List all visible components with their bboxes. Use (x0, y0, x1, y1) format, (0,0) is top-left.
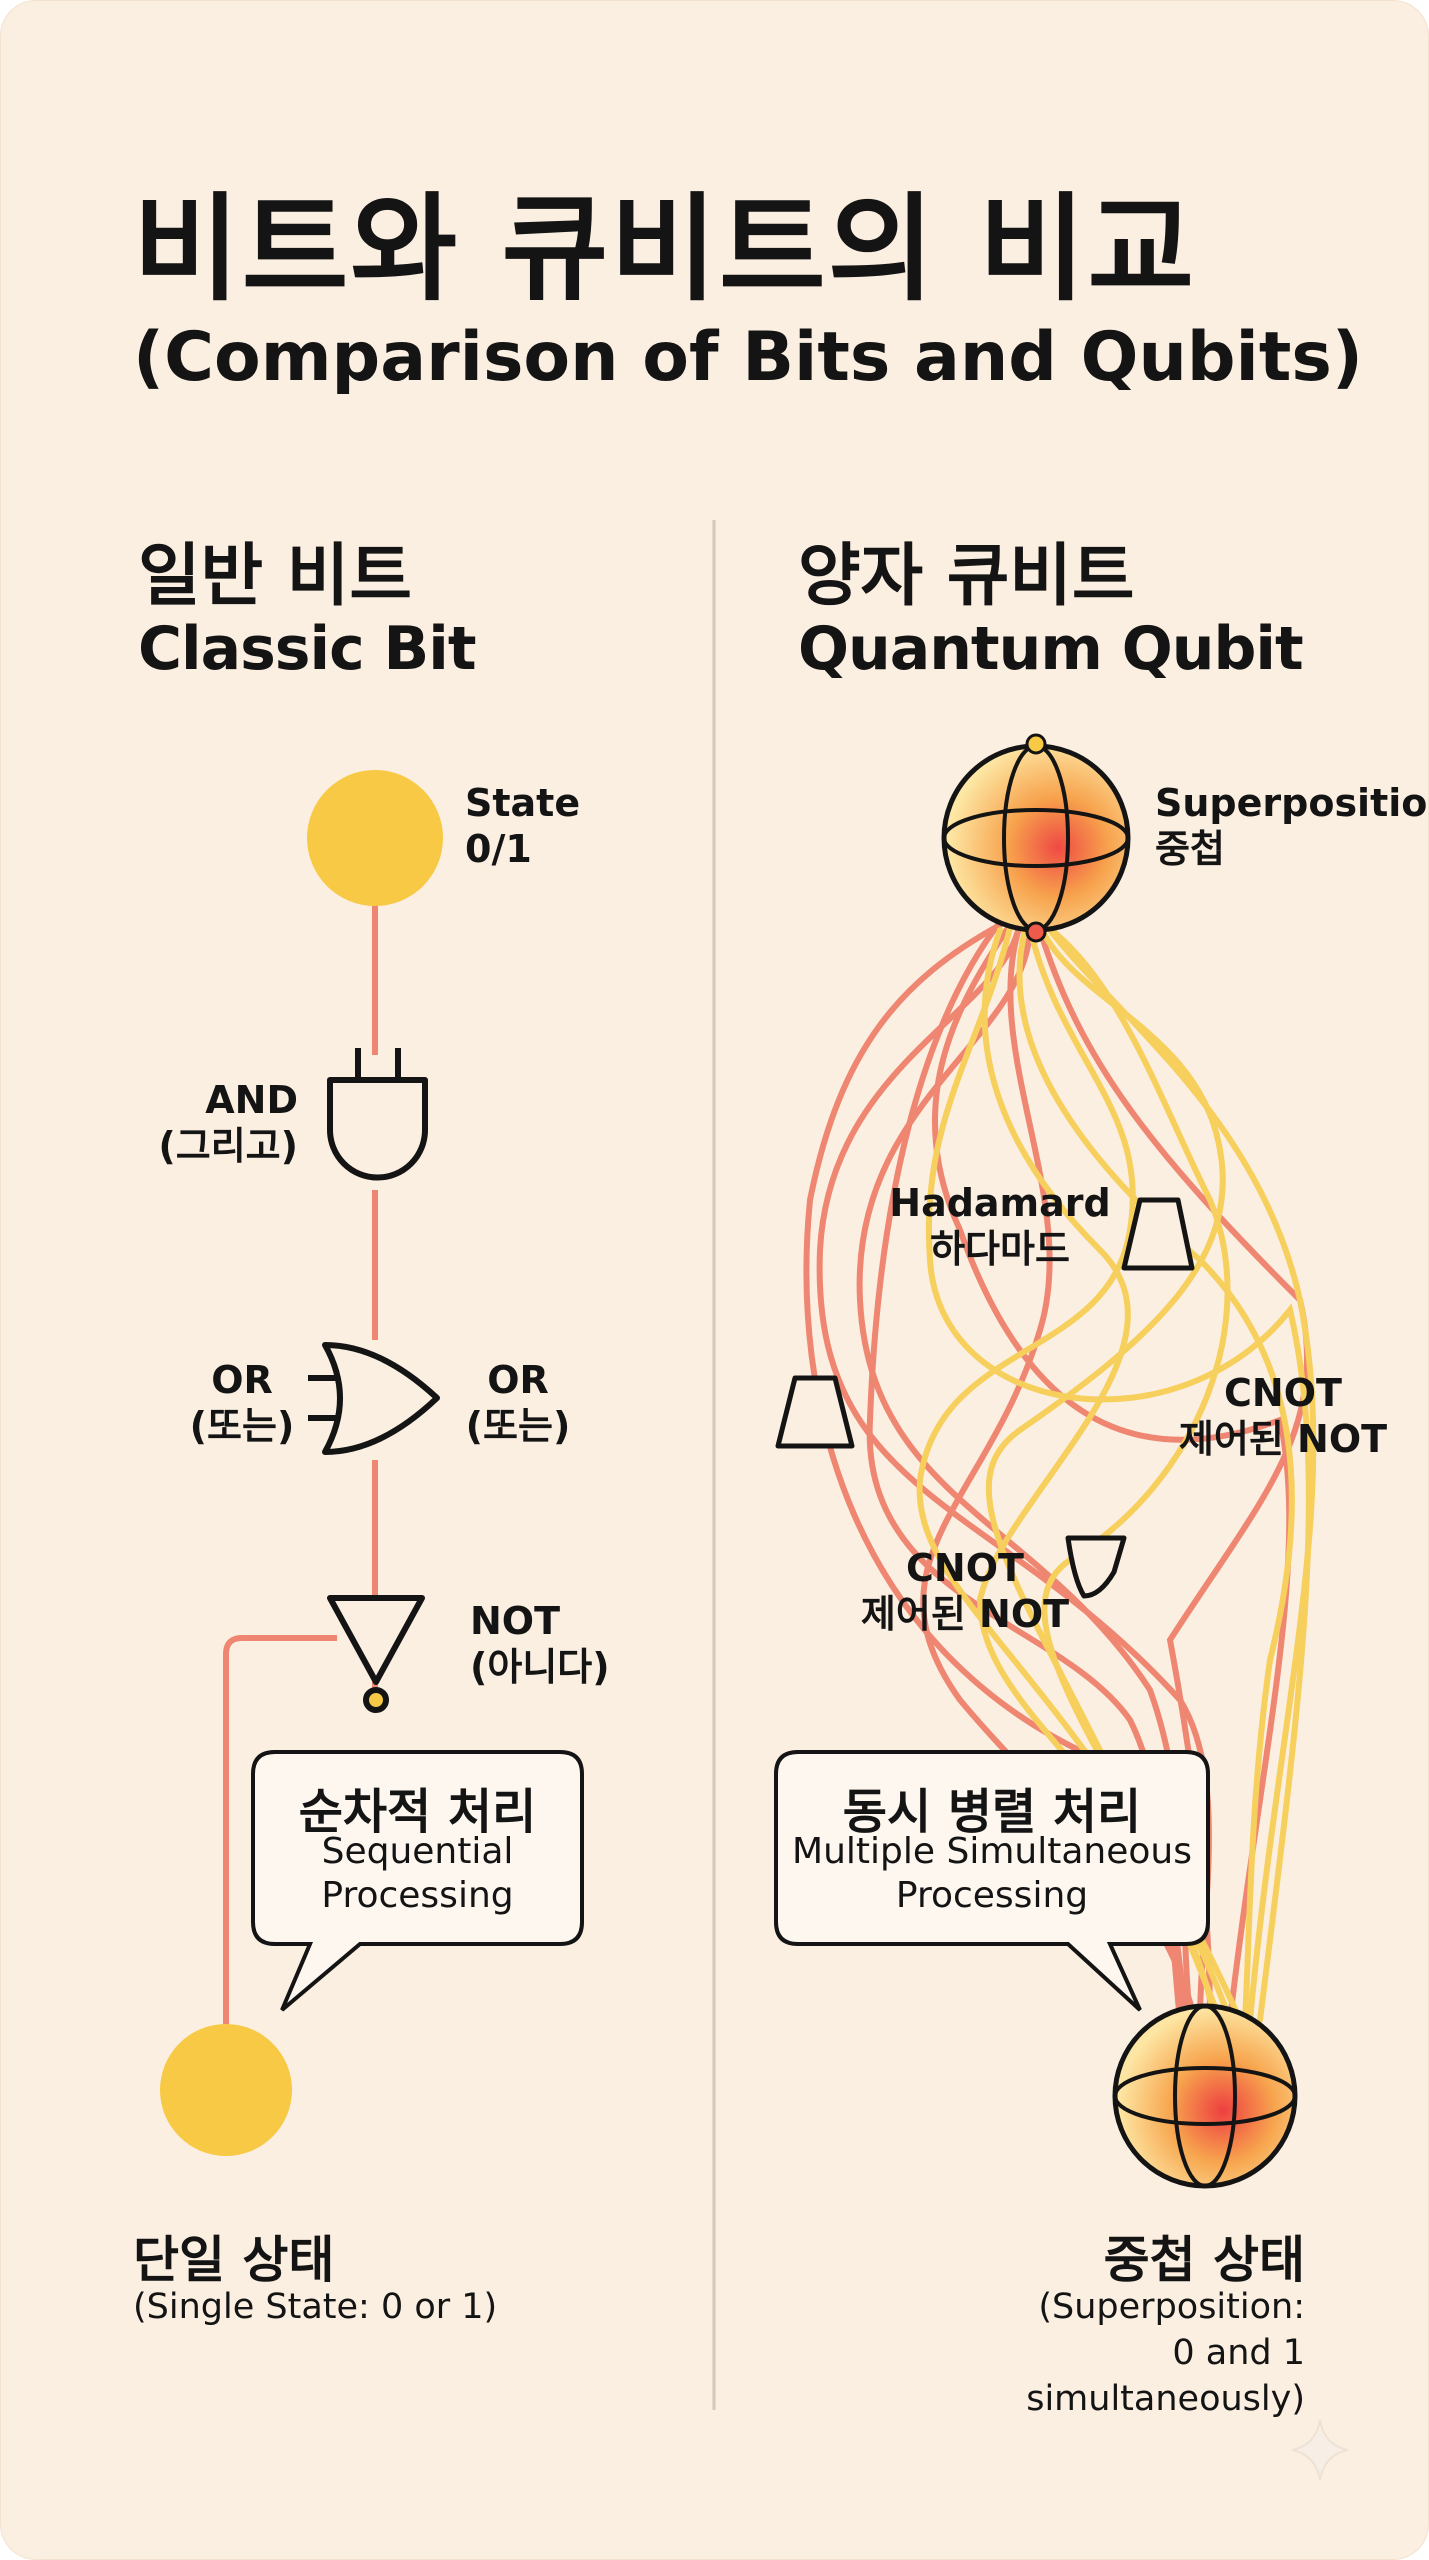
or-label-right: OR(또는) (465, 1358, 571, 1448)
single-state-caption: (Single State: 0 or 1) (133, 2287, 498, 2327)
cnot-gate-icon (1065, 1535, 1127, 1599)
sparkle-icon (1291, 2419, 1349, 2481)
superposition-state-caption: (Superposition: 0 and 1 simultaneously) (1026, 2287, 1305, 2419)
classic-circuit (160, 770, 584, 2156)
or-label-left: OR(또는) (189, 1358, 295, 1448)
state-circle-icon (307, 770, 443, 906)
single-state-title: 단일 상태 (133, 2231, 335, 2289)
classic-bubble-shape (251, 1750, 584, 2012)
superposition-state-title: 중첩 상태 (1103, 2231, 1305, 2289)
or-gate-icon (308, 1342, 440, 1455)
and-label: AND(그리고) (158, 1078, 298, 1168)
single-state-circle-icon (160, 2024, 292, 2156)
page-subtitle: (Comparison of Bits and Qubits) (133, 318, 1363, 397)
bloch-sphere-bottom-icon (1112, 2003, 1298, 2189)
page-title: 비트와 큐비트의 비교 (133, 182, 1197, 317)
classic-heading-ko: 일반 비트 (138, 537, 412, 616)
quantum-heading-en: Quantum Qubit (798, 614, 1304, 684)
hadamard-gate-icon (1121, 1197, 1195, 1271)
bloch-sphere-top-icon (941, 733, 1131, 943)
hadamard-gate-left-icon (775, 1375, 855, 1449)
quantum-bubble-title: 동시 병렬 처리 (842, 1784, 1142, 1840)
quantum-heading-ko: 양자 큐비트 (798, 537, 1135, 616)
classic-heading-en: Classic Bit (138, 614, 477, 684)
classic-side-wire (223, 1635, 337, 2030)
quantum-bubble-shape (774, 1750, 1210, 2012)
and-gate-icon (327, 1048, 428, 1181)
not-label: NOT(아니다) (470, 1599, 610, 1689)
classic-bubble-title: 순차적 처리 (298, 1784, 537, 1840)
not-gate-icon (327, 1595, 425, 1713)
